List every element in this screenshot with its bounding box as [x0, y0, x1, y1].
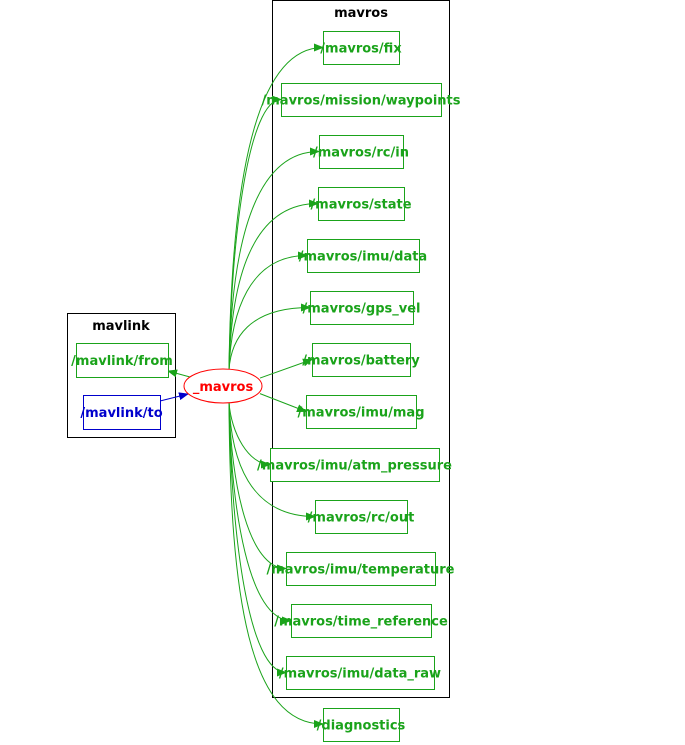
topic-mavros-6[interactable]: /mavros/battery: [302, 343, 420, 377]
topic-mavros-10[interactable]: /mavros/imu/temperature: [267, 552, 455, 586]
topic-label: /mavros/gps_vel: [303, 302, 421, 317]
topic-mavros-8[interactable]: /mavros/imu/atm_pressure: [257, 448, 452, 482]
topic-mavros-2[interactable]: /mavros/rc/in: [313, 135, 409, 169]
topic-label: /mavros/rc/out: [308, 511, 415, 526]
topic-label: /mavros/imu/data: [299, 250, 427, 265]
topic-label: /mavros/imu/temperature: [267, 563, 455, 578]
cluster-mavros-label: mavros: [334, 6, 388, 21]
edge: [228, 303, 311, 371]
topic-label: /mavlink/to: [80, 406, 162, 421]
topic-mavros-9[interactable]: /mavros/rc/out: [308, 500, 415, 534]
cluster-mavlink-label: mavlink: [92, 319, 150, 334]
topic-mavros-3[interactable]: /mavros/state: [310, 187, 412, 221]
topic-mavros-5[interactable]: /mavros/gps_vel: [303, 291, 421, 325]
edge: [167, 369, 191, 378]
topic-label: /mavros/rc/in: [313, 146, 409, 161]
edge: [228, 199, 319, 371]
cluster-mavros: mavros: [272, 0, 450, 698]
topic-mavros-4[interactable]: /mavros/imu/data: [299, 239, 427, 273]
edge: [228, 401, 271, 469]
topic-label: /mavros/imu/mag: [298, 406, 425, 421]
topic-diagnostics[interactable]: /diagnostics: [317, 708, 406, 742]
topic-mavros-0[interactable]: /mavros/fix: [320, 31, 402, 65]
topic-label: /mavros/battery: [302, 354, 420, 369]
edge: [228, 401, 324, 728]
node-mavros-label: _mavros: [193, 380, 254, 395]
edge: [228, 401, 292, 625]
topic-label: /mavros/time_reference: [274, 615, 448, 630]
edge: [228, 401, 287, 677]
topic-mavros-1[interactable]: /mavros/mission/waypoints: [262, 83, 461, 117]
topic-mavros-7[interactable]: /mavros/imu/mag: [298, 395, 425, 429]
edge: [159, 392, 189, 402]
edge: [228, 401, 287, 573]
topic-label: /diagnostics: [317, 719, 406, 734]
topic-mavros-12[interactable]: /mavros/imu/data_raw: [279, 656, 441, 690]
edge: [228, 95, 282, 371]
node-mavros[interactable]: _mavros: [183, 368, 263, 404]
edge: [228, 401, 316, 521]
edge: [228, 251, 308, 371]
topic-mavros-11[interactable]: /mavros/time_reference: [274, 604, 448, 638]
topic-mavlink-to[interactable]: /mavlink/to: [80, 395, 163, 430]
edge: [259, 358, 313, 379]
topic-label: /mavros/state: [310, 198, 411, 213]
topic-label: /mavlink/from: [71, 354, 173, 369]
topic-label: /mavros/imu/data_raw: [279, 667, 441, 682]
topic-label: /mavros/imu/atm_pressure: [257, 459, 452, 474]
edge: [228, 147, 320, 371]
topic-label: /mavros/mission/waypoints: [262, 94, 461, 109]
topic-mavlink-from[interactable]: /mavlink/from: [71, 343, 173, 378]
edge: [259, 393, 307, 412]
topic-label: /mavros/fix: [320, 42, 402, 57]
